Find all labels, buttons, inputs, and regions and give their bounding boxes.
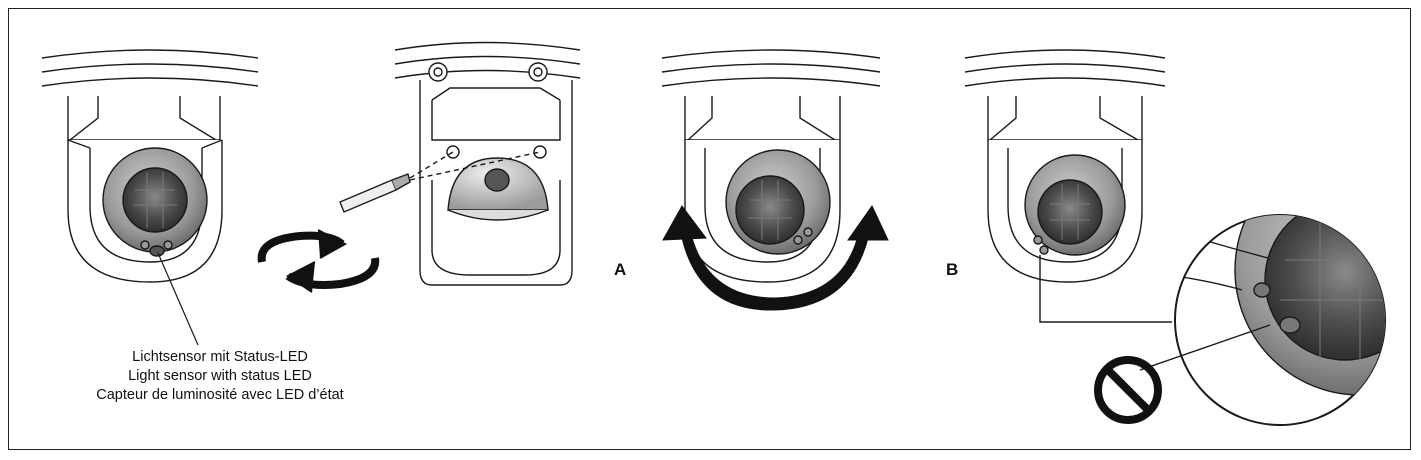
caption-line-fr: Capteur de luminosité avec LED d’état: [96, 387, 344, 403]
magnified-detail: [1139, 214, 1386, 426]
sensor-caption: Lichtsensor mit Status-LED Light sensor …: [70, 348, 370, 405]
step-label-b: B: [946, 260, 959, 279]
caption-line-en: Light sensor with status LED: [128, 368, 312, 384]
figure-frame: [8, 8, 1411, 450]
camera-1: [41, 49, 259, 346]
rotate-arrows-icon: [257, 229, 380, 293]
camera-3: [661, 49, 881, 283]
swing-arrow-icon: [662, 205, 889, 311]
caption-line-de: Lichtsensor mit Status-LED: [132, 349, 308, 365]
camera-4: [964, 49, 1172, 323]
camera-2: [339, 41, 581, 286]
prohibited-icon: [1094, 356, 1162, 424]
step-label-a: A: [614, 260, 627, 279]
